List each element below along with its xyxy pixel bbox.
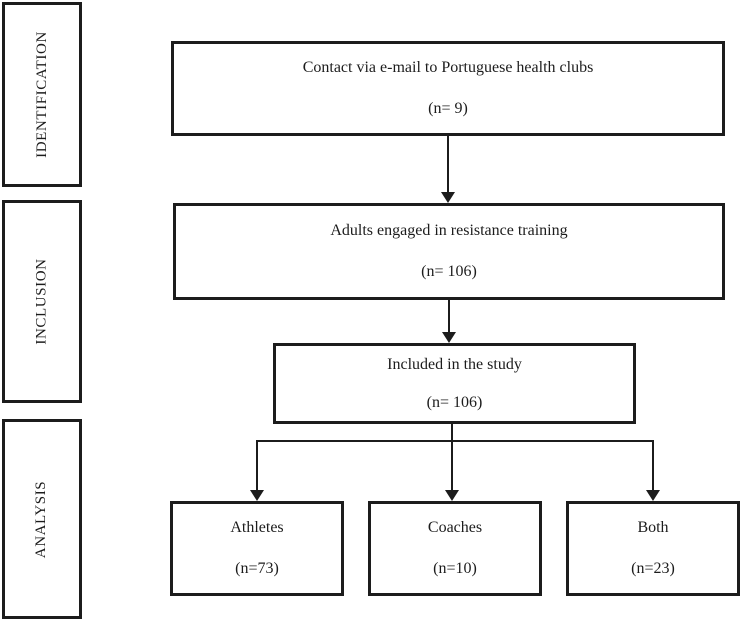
arrow-line-to-both [652, 440, 654, 491]
flow-box-athletes-count: (n=73) [235, 560, 279, 577]
flow-box-contact-title: Contact via e-mail to Portuguese health … [302, 59, 594, 76]
flow-box-contact: Contact via e-mail to Portuguese health … [171, 41, 725, 136]
flow-box-athletes-title: Athletes [230, 519, 284, 536]
branch-horizontal-line [256, 440, 654, 442]
flow-box-adults-title: Adults engaged in resistance training [330, 222, 568, 239]
flow-box-both-count: (n=23) [631, 560, 675, 577]
stage-label-identification: IDENTIFICATION [33, 31, 50, 158]
arrowhead-adults-to-included [442, 332, 456, 343]
arrow-line-contact-to-adults [447, 136, 449, 193]
flow-box-both-title: Both [637, 519, 669, 536]
arrowhead-to-athletes [250, 490, 264, 501]
stage-box-analysis: ANALYSIS [2, 419, 82, 619]
flow-box-included-count: (n= 106) [426, 393, 483, 411]
flow-box-athletes: Athletes (n=73) [170, 501, 344, 596]
flow-box-included: Included in the study (n= 106) [273, 343, 636, 424]
flow-box-coaches-title: Coaches [427, 519, 483, 536]
flow-box-both: Both (n=23) [566, 501, 740, 596]
stage-label-analysis: ANALYSIS [33, 480, 50, 558]
stage-box-inclusion: INCLUSION [2, 200, 82, 403]
flow-box-contact-count: (n= 9) [428, 100, 468, 117]
flow-box-adults-count: (n= 106) [421, 263, 477, 280]
flow-box-included-title: Included in the study [387, 355, 522, 373]
flow-box-adults: Adults engaged in resistance training (n… [173, 203, 725, 300]
flow-box-coaches-count: (n=10) [433, 560, 477, 577]
branch-stem-line [451, 424, 453, 491]
arrowhead-contact-to-adults [441, 192, 455, 203]
arrowhead-to-both [646, 490, 660, 501]
arrow-line-adults-to-included [448, 300, 450, 333]
stage-label-inclusion: INCLUSION [33, 258, 50, 345]
flow-box-coaches: Coaches (n=10) [368, 501, 542, 596]
stage-box-identification: IDENTIFICATION [2, 2, 82, 187]
arrow-line-to-athletes [256, 440, 258, 491]
arrowhead-to-coaches [445, 490, 459, 501]
